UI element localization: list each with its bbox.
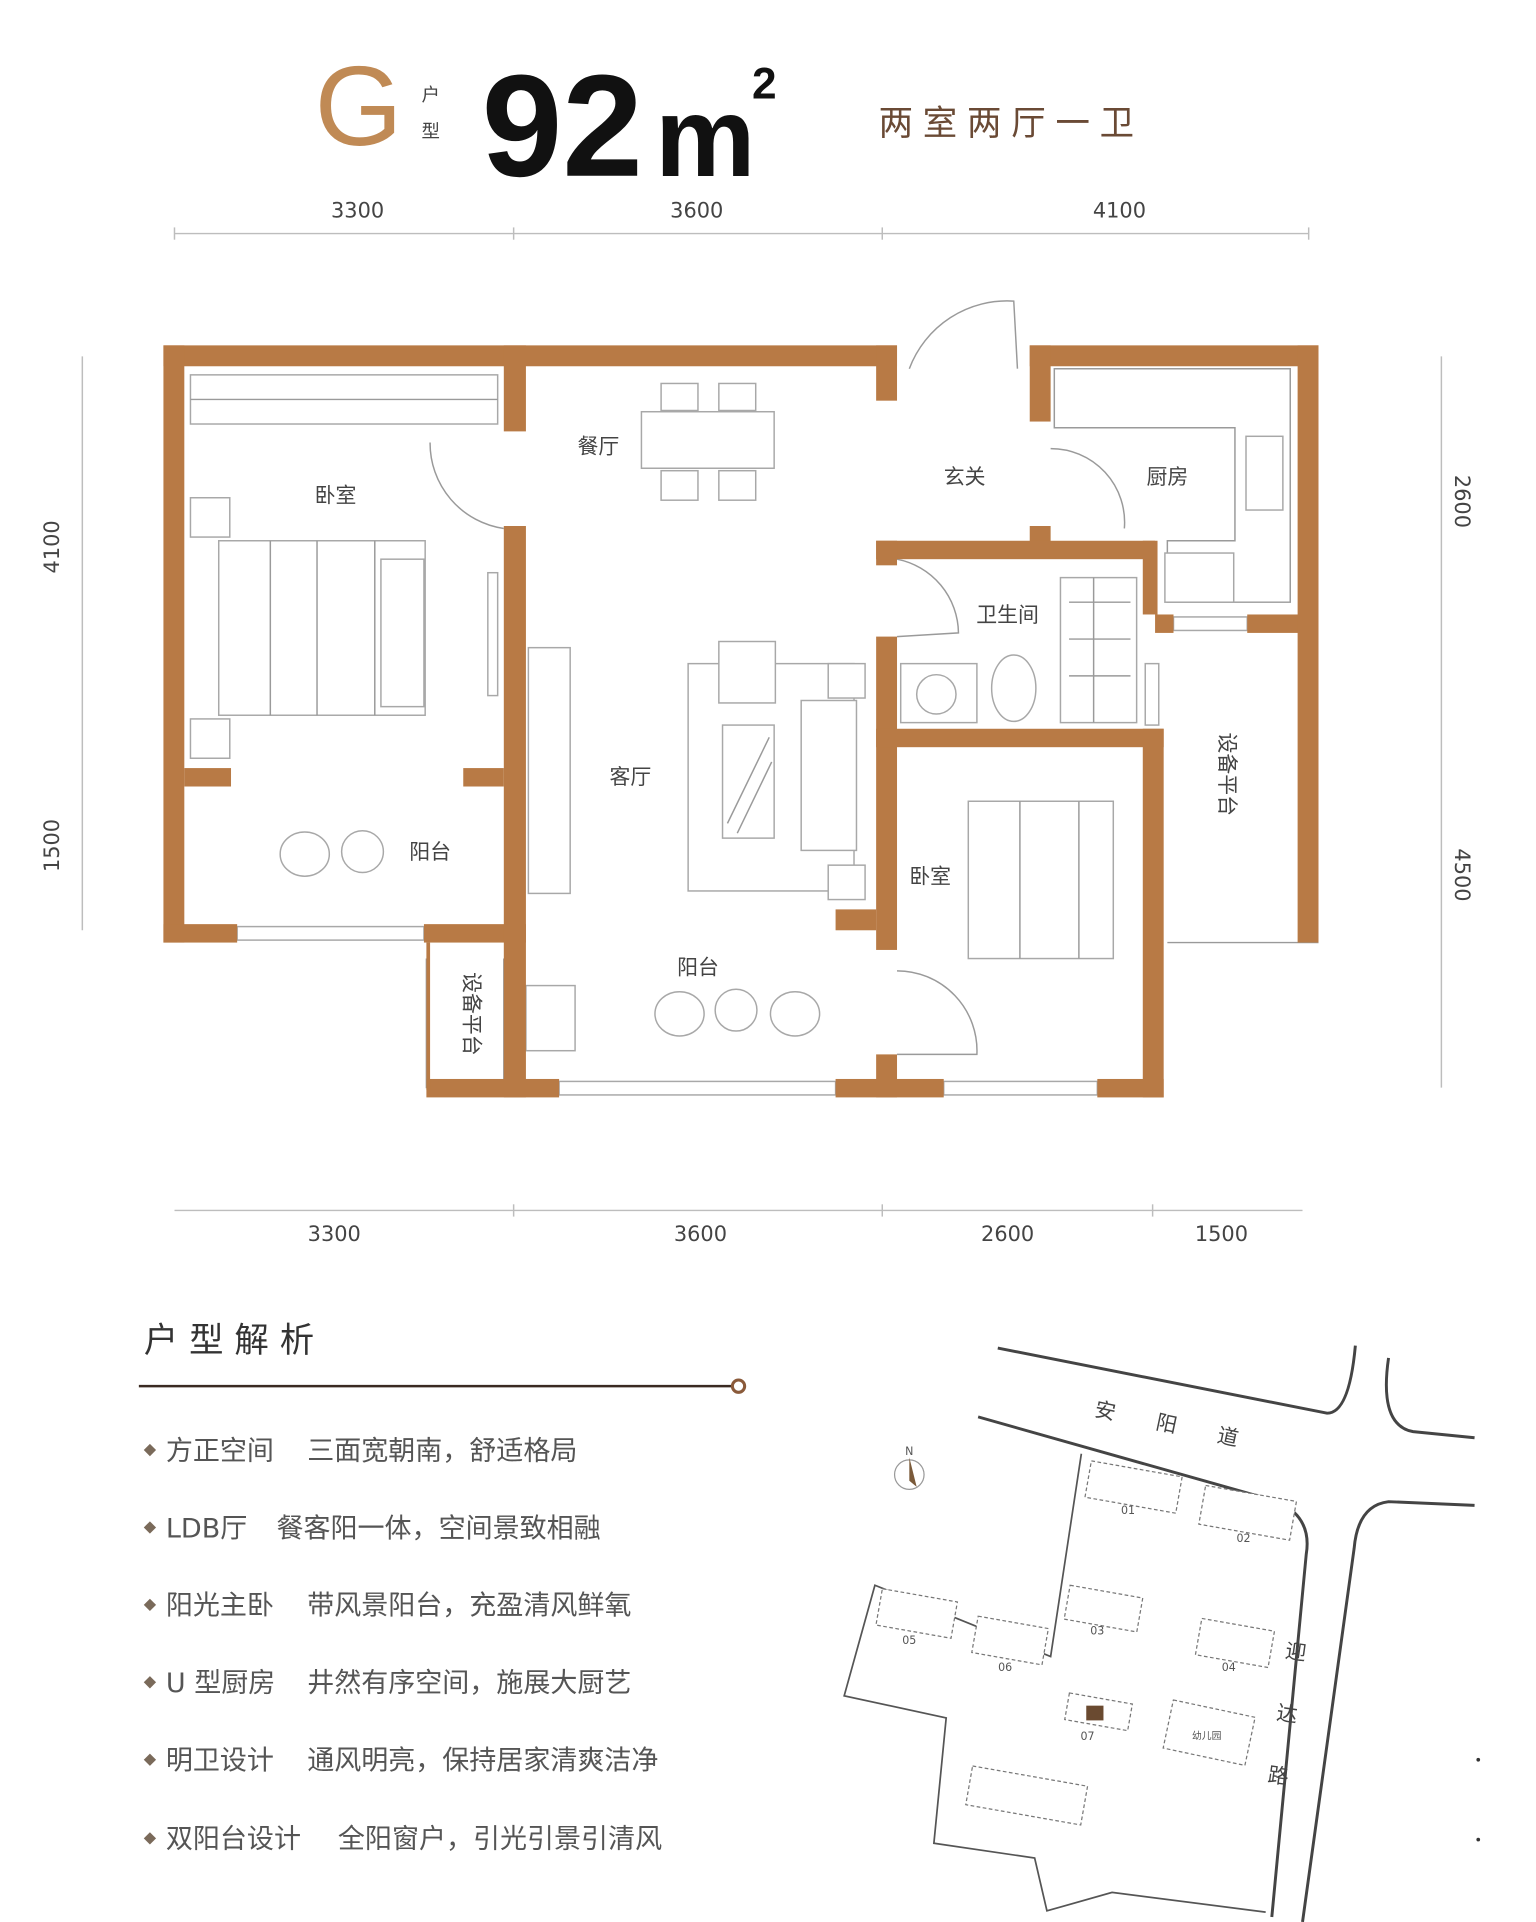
room-bathroom: 卫生间 xyxy=(976,603,1039,627)
dim-left-1: 4100 xyxy=(40,520,64,573)
dimension-lines: 3300 3600 4100 4100 1500 2600 4500 3300 … xyxy=(40,199,1474,1247)
item-desc: 通风明亮，保持居家清爽洁净 xyxy=(307,1746,658,1777)
compass-label: N xyxy=(905,1445,913,1458)
item-feature: 明卫设计 xyxy=(166,1746,274,1777)
diamond-bullet-icon xyxy=(143,1753,157,1766)
svg-text:01: 01 xyxy=(1121,1504,1135,1517)
building-06: 06 xyxy=(971,1615,1050,1674)
road-edge xyxy=(1384,1357,1475,1440)
analysis-item: 明卫设计 通风明亮，保持居家清爽洁净 xyxy=(143,1746,658,1777)
room-dining: 餐厅 xyxy=(578,435,620,459)
analysis-item: LDB厅 餐客阳一体，空间景致相融 xyxy=(143,1513,601,1544)
analysis-item: 方正空间 三面宽朝南，舒适格局 xyxy=(143,1436,577,1467)
item-desc: 三面宽朝南，舒适格局 xyxy=(307,1436,577,1467)
divider-end-circle-icon xyxy=(730,1378,747,1394)
diamond-bullet-icon xyxy=(143,1676,157,1689)
unit-label-1: 户 xyxy=(421,85,439,106)
room-kitchen: 厨房 xyxy=(1146,465,1188,489)
analysis-item: U 型厨房 井然有序空间，施展大厨艺 xyxy=(143,1668,631,1699)
unit-letter: G xyxy=(315,43,403,169)
svg-text:07: 07 xyxy=(1080,1730,1094,1743)
item-feature: U 型厨房 xyxy=(166,1668,275,1699)
dot-mark xyxy=(1476,1837,1481,1842)
dim-top-3: 4100 xyxy=(1093,199,1146,223)
dim-right-1: 2600 xyxy=(1450,475,1474,528)
room-platform-right: 设备平台 xyxy=(1215,732,1239,816)
svg-text:幼儿园: 幼儿园 xyxy=(1192,1729,1222,1742)
dot-mark xyxy=(1476,1757,1481,1762)
dim-right-2: 4500 xyxy=(1450,848,1474,901)
diamond-bullet-icon xyxy=(143,1443,157,1457)
room-platform-left: 设备平台 xyxy=(459,972,483,1056)
building-01: 01 xyxy=(1084,1460,1183,1517)
header: G 户 型 92 m 2 两室两厅一卫 xyxy=(315,43,1144,207)
item-desc: 井然有序空间，施展大厨艺 xyxy=(307,1668,631,1699)
dim-bottom-1: 3300 xyxy=(308,1222,361,1246)
svg-text:06: 06 xyxy=(998,1661,1012,1674)
kindergarten: 幼儿园 xyxy=(1162,1699,1256,1767)
dim-bottom-4: 1500 xyxy=(1195,1222,1248,1246)
room-bedroom-1: 卧室 xyxy=(315,484,357,508)
north-arrow-icon xyxy=(909,1457,917,1487)
dim-top-2: 3600 xyxy=(670,199,723,223)
ancillary-building xyxy=(965,1765,1089,1826)
road-edge xyxy=(1301,1500,1475,1922)
analysis-section: 户 型 解 析 方正空间 三面宽朝南，舒适格局 LDB厅 餐客阳一体，空间景致相… xyxy=(138,1321,747,1855)
svg-text:02: 02 xyxy=(1237,1532,1251,1545)
dim-left-2: 1500 xyxy=(40,819,64,872)
area-superscript: 2 xyxy=(752,59,777,108)
building-05: 05 xyxy=(875,1588,959,1647)
analysis-item: 阳光主卧 带风景阳台，充盈清风鲜氧 xyxy=(143,1591,631,1622)
site-boundary xyxy=(843,1453,1266,1913)
dim-top-1: 3300 xyxy=(331,199,384,223)
analysis-item: 双阳台设计 全阳窗户，引光引景引清风 xyxy=(143,1824,662,1855)
diamond-bullet-icon xyxy=(143,1832,157,1845)
svg-text:03: 03 xyxy=(1090,1624,1104,1637)
room-balcony-2: 阳台 xyxy=(677,956,719,980)
road-edge xyxy=(997,1345,1357,1415)
room-balcony-1: 阳台 xyxy=(409,840,451,864)
analysis-title: 户 型 解 析 xyxy=(144,1321,314,1361)
item-desc: 全阳窗户，引光引景引清风 xyxy=(338,1824,662,1855)
furniture xyxy=(189,300,1319,1089)
diamond-bullet-icon xyxy=(143,1521,157,1534)
diamond-bullet-icon xyxy=(143,1598,157,1612)
floor-plan: 餐厅 卧室 玄关 厨房 卫生间 客厅 阳台 卧室 阳台 设备平台 设备平台 xyxy=(163,300,1319,1098)
area-number: 92 xyxy=(482,45,643,207)
unit-label-2: 型 xyxy=(421,122,439,143)
building-02: 02 xyxy=(1198,1484,1298,1545)
item-desc: 餐客阳一体，空间景致相融 xyxy=(276,1513,600,1544)
room-bedroom-2: 卧室 xyxy=(909,865,951,889)
item-feature: 方正空间 xyxy=(166,1436,274,1467)
svg-text:04: 04 xyxy=(1222,1661,1236,1674)
layout-description: 两室两厅一卫 xyxy=(879,104,1144,144)
area-unit: m xyxy=(655,74,756,200)
svg-text:05: 05 xyxy=(902,1634,916,1647)
building-04: 04 xyxy=(1194,1617,1276,1674)
item-feature: 阳光主卧 xyxy=(166,1591,274,1622)
item-feature: 双阳台设计 xyxy=(166,1824,301,1855)
item-desc: 带风景阳台，充盈清风鲜氧 xyxy=(307,1591,631,1622)
item-feature: LDB厅 xyxy=(166,1513,247,1544)
room-living: 客厅 xyxy=(609,765,651,789)
road-north-label: 安阳道 xyxy=(1093,1397,1282,1460)
site-map: 安阳道 迎达路 N 01 02 03 04 05 06 07 幼儿园 xyxy=(843,1345,1481,1922)
dim-bottom-3: 2600 xyxy=(981,1222,1034,1246)
building-07-highlighted: 07 xyxy=(1064,1692,1134,1743)
room-foyer: 玄关 xyxy=(944,465,986,489)
dim-bottom-2: 3600 xyxy=(674,1222,727,1246)
walls xyxy=(163,345,1319,1098)
building-03: 03 xyxy=(1063,1584,1144,1637)
compass: N xyxy=(893,1445,925,1490)
